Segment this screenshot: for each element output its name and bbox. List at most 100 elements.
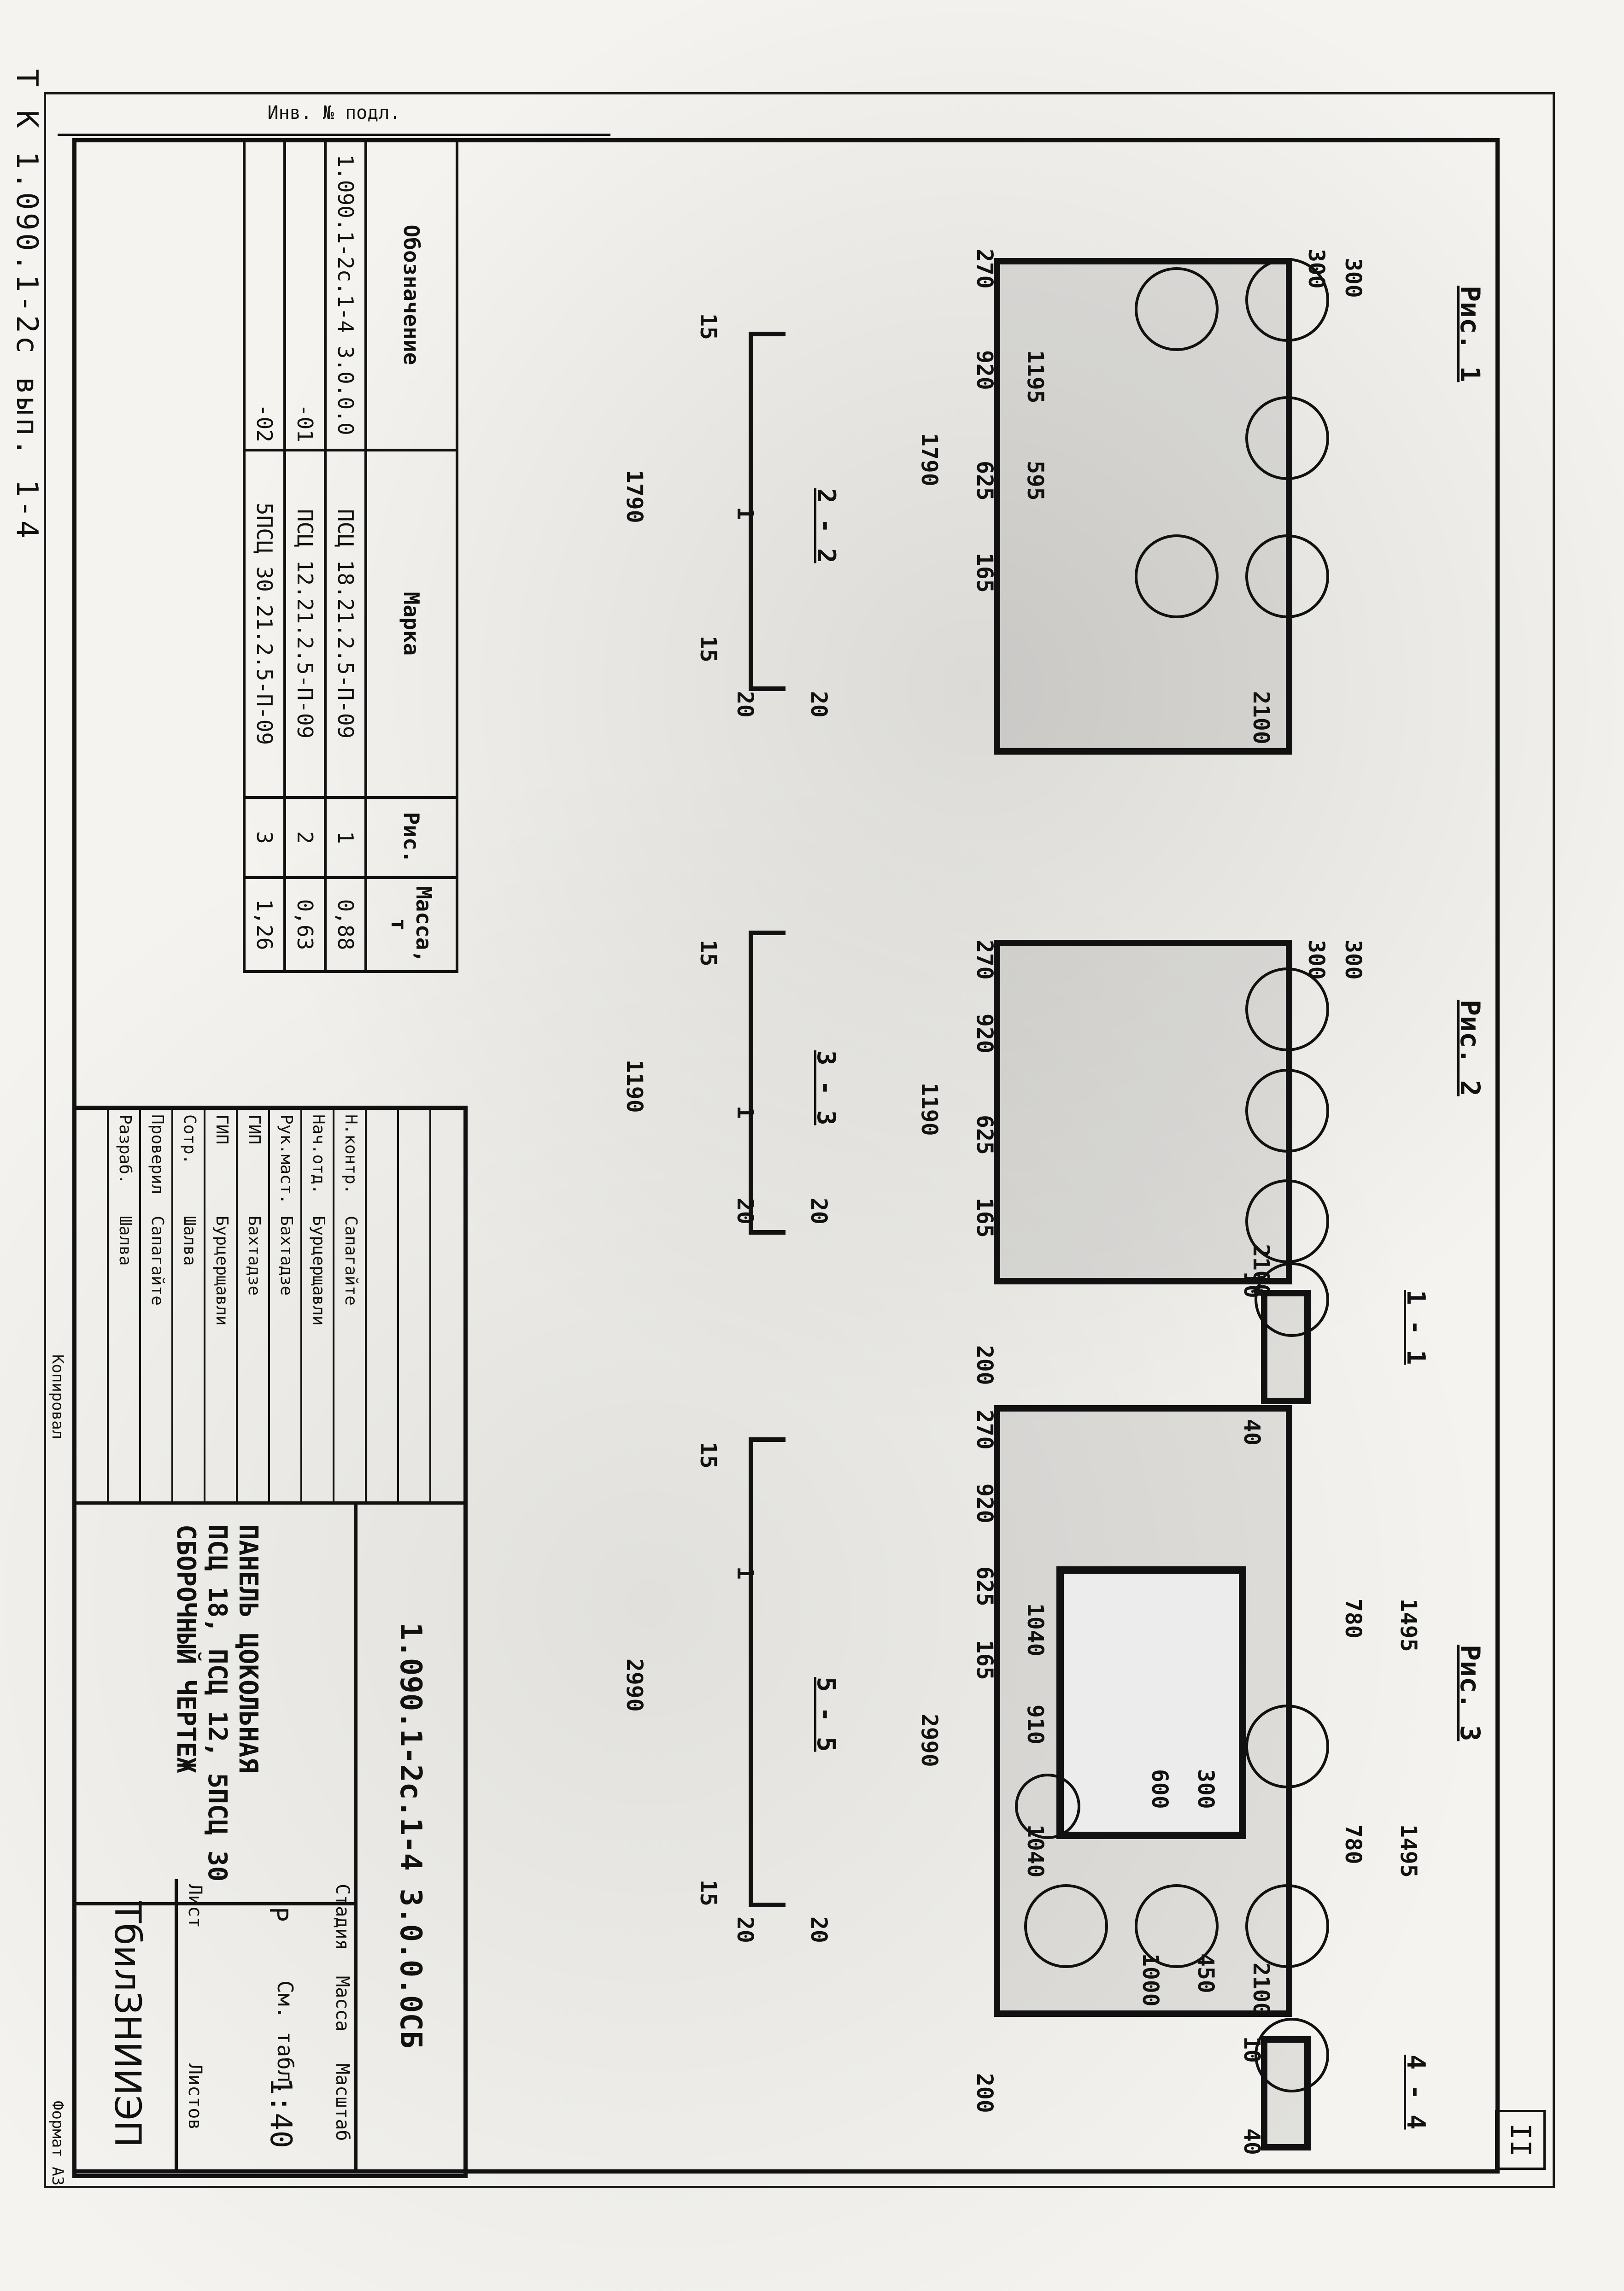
fig1-dim-left-top: 270 (972, 249, 997, 289)
section-1-1-dim-c: 200 (972, 1345, 997, 1385)
spec-cell: -01 (285, 140, 325, 450)
section-5-5-profile (749, 1437, 786, 1907)
fig1-callout-9 (1245, 534, 1329, 618)
fig3-dim-o1: 300 (1193, 1769, 1219, 1809)
tb-row (365, 1110, 399, 1501)
spec-cell: ПСЦ 12.21.2.5-П-09 (285, 450, 325, 797)
tb-row: Разраб.Шалва (107, 1110, 141, 1501)
section-1-1-dim-b: 40 (1239, 1419, 1265, 1446)
section-2-2-dim-e: 20 (732, 691, 758, 718)
tb-row (429, 1110, 463, 1501)
tb-person: Шалва (116, 1216, 135, 1266)
tb-mass-header: Масса (332, 1976, 353, 2032)
spec-cell: 1,26 (244, 878, 285, 972)
section-2-2-dim-a: 15 (695, 313, 721, 340)
tb-row (397, 1110, 431, 1501)
fig1-dim-c: 165 (972, 553, 997, 593)
tb-document-code: 1.090.1-2с.1-4 3.0.0.0СБ (354, 1501, 463, 2169)
fig1-title: Рис. 1 (1454, 286, 1486, 382)
section-1-1-callout (1255, 1262, 1329, 1337)
section-4-4-dim-b: 40 (1239, 2128, 1265, 2155)
fig2-dim-total: 1190 (916, 1083, 942, 1136)
spec-table: Обозначение Марка Рис. Масса, т 1.090.1-… (243, 138, 458, 973)
fig2-dim-c: 165 (972, 1198, 997, 1238)
tb-sheet-label: Лист (184, 1884, 205, 1928)
spec-header-mark: Марка (366, 450, 457, 797)
section-2-2-ref: 1 (732, 507, 758, 520)
fig2-dim-left-top: 270 (972, 940, 997, 980)
section-2-2-dim-d: 20 (806, 691, 832, 718)
section-4-4-dim-c: 200 (972, 2073, 997, 2113)
section-1-1-dim-a: 10 (1239, 1271, 1265, 1298)
tb-role: ГИП (245, 1114, 264, 1145)
tb-organization: ТбилЗНИИЭП (106, 1901, 148, 2148)
tb-sheets-label: Листов (184, 2063, 205, 2130)
tb-role: Проверил (148, 1114, 167, 1195)
fig2-title: Рис. 2 (1454, 1000, 1486, 1096)
fig3-dim-s2: 1495 (1395, 1599, 1421, 1652)
fig2-dim-top: 300 (1340, 940, 1366, 980)
tb-person: Бурцерщавли (309, 1216, 328, 1326)
section-4-4-label: 4 - 4 (1401, 2055, 1431, 2130)
spec-row: 1.090.1-2с.1-4 3.0.0.0 ПСЦ 18.21.2.5-П-0… (325, 140, 366, 972)
tb-row: Н.контр. Сапагайте (333, 1110, 367, 1501)
section-3-3-profile (749, 931, 786, 1235)
title-block: Н.контр.Сапагайте Нач.отд.Бурцерщавли Ру… (72, 1106, 468, 2178)
section-3-3-dim-b: 1190 (621, 1060, 647, 1113)
section-1-1-label: 1 - 1 (1401, 1290, 1431, 1365)
spec-cell: 0,88 (325, 878, 366, 972)
fig2-dim-w1: 300 (1303, 940, 1329, 980)
tb-person: Бахтадзе (245, 1216, 264, 1296)
fig3-dim-d1: 1040 (1022, 1603, 1048, 1657)
section-5-5-label: 5 - 5 (812, 1677, 841, 1752)
spec-cell: 0,63 (285, 878, 325, 972)
tb-role: ГИП (212, 1114, 231, 1145)
tb-row: Сотр.Шалва (171, 1110, 205, 1501)
fig2-callout-10 (1245, 1069, 1329, 1153)
tb-row: Нач.отд.Бурцерщавли (300, 1110, 334, 1501)
fig3-callout-9 (1024, 1884, 1108, 1968)
section-3-3-dim-d: 20 (732, 1198, 758, 1225)
footer-copied: Копировал (48, 1354, 67, 1440)
tb-scale-value: 1:40 (264, 2077, 298, 2149)
tb-name-line: ПАНЕЛЬ ЦОКОЛЬНАЯ (233, 1524, 263, 1773)
tb-scale-header: Масштаб (332, 2063, 353, 2141)
section-3-3-label: 3 - 3 (812, 1050, 841, 1125)
section-2-2-dim-b: 1790 (621, 470, 647, 523)
fig3-dim-s3: 780 (1340, 1824, 1366, 1864)
section-5-5-dim-a: 15 (695, 1442, 721, 1469)
fig1-dim-h2: 595 (1022, 461, 1048, 501)
tb-role: Н.контр. (341, 1114, 360, 1195)
fig3-callout-7 (1245, 1884, 1329, 1968)
fig1-callout-9b (1135, 534, 1219, 618)
fig3-dim-left-top: 270 (972, 1410, 997, 1450)
spec-cell: 1 (325, 797, 366, 878)
spec-row: -01 ПСЦ 12.21.2.5-П-09 2 0,63 (285, 140, 325, 972)
fig3-dim-s1: 780 (1340, 1599, 1366, 1639)
tb-person: Бахтадзе (277, 1216, 296, 1296)
spec-header-mass: Масса, т (366, 878, 457, 972)
sheet-number: II (1495, 2110, 1546, 2170)
tb-person: Сапагайте (148, 1216, 167, 1306)
fig1-dim-height: 2100 (1248, 691, 1274, 744)
tb-name-line: СБОРОЧНЫЙ ЧЕРТЕЖ (171, 1524, 201, 1773)
tb-person: Сапагайте (341, 1216, 360, 1306)
side-strip: Инв. № подл. (58, 92, 610, 136)
fig3-dim-c: 165 (972, 1640, 997, 1680)
tb-row: ГИП Бахтадзе (236, 1110, 270, 1501)
section-3-3-dim-c: 20 (806, 1198, 832, 1225)
fig3-callout-5 (1245, 1705, 1329, 1788)
tb-name-line: ПСЦ 18, ПСЦ 12, 5ПСЦ 30 (202, 1524, 232, 1882)
fig3-dim-h1: 450 (1193, 1953, 1219, 1993)
tk-stamp: Т К 1.090.1-2с вып. 1-4 (10, 69, 44, 541)
spec-header-designation: Обозначение (366, 140, 457, 450)
spec-cell: 5ПСЦ 30.21.2.5-П-09 (244, 450, 285, 797)
section-5-5-ref: 1 (732, 1566, 758, 1580)
spec-cell: ПСЦ 18.21.2.5-П-09 (325, 450, 366, 797)
footer-format: Формат А3 (48, 2101, 67, 2186)
section-5-5-dim-c: 15 (695, 1880, 721, 1906)
section-3-3-ref: 1 (732, 1106, 758, 1119)
side-label-1: Инв. № подл. (267, 102, 401, 123)
